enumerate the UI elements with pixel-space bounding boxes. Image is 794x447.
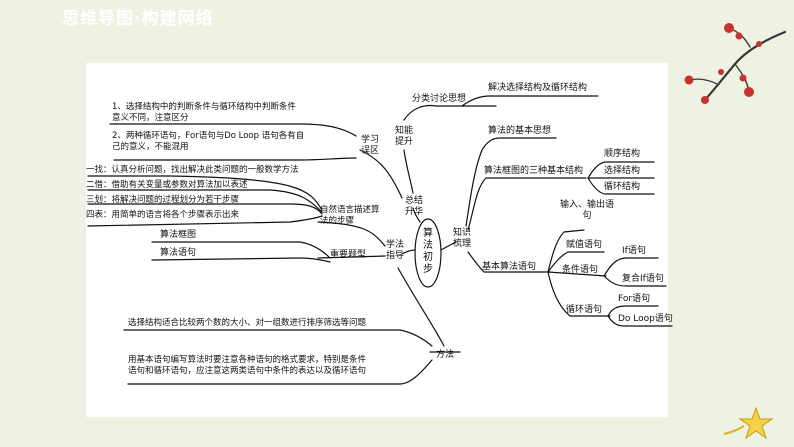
- misconception-2: 2、两种循环语句，For语句与Do Loop 语句各有自己的意义，不能混用: [112, 131, 305, 152]
- node-misconceptions: 学习误区: [360, 135, 379, 156]
- method-2: 用基本语句编写算法时要注意各种语句的格式要求，特别是条件语句和循环语句，应注意这…: [128, 355, 367, 376]
- statement-do-loop: Do Loop语句: [618, 314, 673, 324]
- method-1: 选择结构适合比较两个数的大小、对一组数进行排序筛选等问题: [128, 318, 367, 328]
- node-basic-statements: 基本算法语句: [482, 262, 537, 272]
- statement-if: If语句: [622, 246, 646, 256]
- node-basic-idea: 算法的基本思想: [488, 126, 552, 136]
- misconception-1: 1、选择结构中的判断条件与循环结构中判断条件意义不同，注意区分: [112, 102, 296, 123]
- statement-compound-if: 复合If语句: [622, 274, 664, 284]
- type-statements: 算法语句: [160, 248, 197, 258]
- plum-blossom-branch: [684, 23, 787, 104]
- node-classification: 分类讨论思想: [412, 94, 467, 104]
- statement-io: 输入、输出语句: [560, 200, 615, 221]
- center-node: 算法初步: [423, 228, 433, 275]
- statement-for: For语句: [618, 294, 651, 304]
- page-title: 思维导图·构建网络: [62, 9, 214, 29]
- node-key-types: 重要题型: [330, 250, 367, 260]
- node-summary: 总结升华: [404, 196, 423, 217]
- mindmap-card: [86, 63, 668, 417]
- node-method: 方法: [436, 350, 455, 360]
- step-express: 四表：用简单的语言将各个步骤表示出来: [86, 210, 240, 220]
- step-divide: 三划：将解决问题的过程划分为若干步骤: [86, 195, 240, 205]
- star-icon: [723, 406, 774, 440]
- node-natural-language: 自然语言描述算法的步骤: [320, 205, 380, 226]
- node-study-method: 学法指导: [385, 240, 404, 261]
- structure-loop: 循环结构: [604, 182, 641, 192]
- step-find: 一找：认真分析问题，找出解决此类问题的一般数学方法: [86, 165, 299, 175]
- node-ability: 知能提升: [394, 126, 413, 147]
- statement-condition: 条件语句: [562, 265, 599, 275]
- node-knowledge: 知识梳理: [452, 228, 471, 249]
- structure-selection: 选择结构: [604, 166, 641, 176]
- node-solve: 解决选择结构及循环结构: [488, 83, 588, 93]
- node-three-structures: 算法框图的三种基本结构: [484, 166, 584, 176]
- type-flowchart: 算法框图: [160, 230, 197, 240]
- structure-sequence: 顺序结构: [604, 149, 641, 159]
- step-borrow: 二借：借助有关变量或参数对算法加以表述: [86, 180, 248, 190]
- statement-loop: 循环语句: [566, 305, 603, 315]
- statement-assign: 赋值语句: [566, 240, 603, 250]
